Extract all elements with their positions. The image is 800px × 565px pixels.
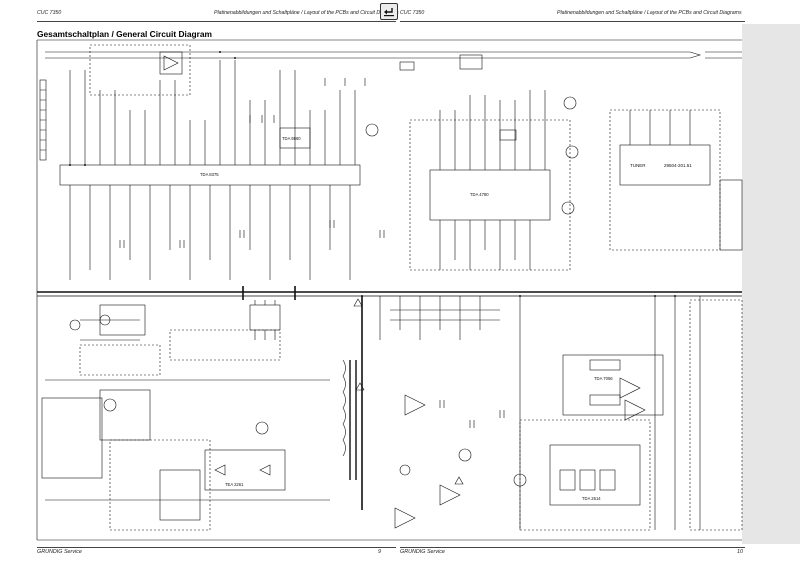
ic-main-left-label: TDA 8375: [200, 172, 219, 177]
footer-brand-left: GRUNDIG Service: [37, 549, 82, 555]
ic-sound-label: TDA 2614: [582, 496, 601, 501]
ic-sync-label: TDA 9860: [282, 136, 301, 141]
footer-brand-right: GRUNDIG Service: [400, 549, 445, 555]
return-arrow-icon: [384, 8, 394, 17]
header-model-left: CUC 7350: [37, 10, 62, 16]
header-model-right: CUC 7350: [400, 10, 425, 16]
footer-rule-left: [37, 547, 396, 548]
page-number-left: 9: [378, 549, 381, 555]
page-header: CUC 7350 Platinenabbildungen und Schaltp…: [0, 0, 800, 24]
header-rule-left: [37, 21, 396, 22]
page-title: Gesamtschaltplan / General Circuit Diagr…: [37, 29, 213, 39]
back-button[interactable]: [380, 3, 398, 20]
tuner-label: TUNER: [630, 163, 646, 168]
ic-power-label: TEA 2261: [225, 482, 244, 487]
header-rule-right: [400, 21, 745, 22]
tuner-part-label: 29504-201.51: [664, 163, 692, 168]
header-subtitle-right: Platinenabbildungen und Schaltpläne / La…: [557, 10, 742, 16]
page-number-right: 10: [737, 549, 743, 555]
ic-main-right-label: TDA 4780: [470, 192, 489, 197]
ic-audio-label: TDA 7056: [594, 376, 613, 381]
page-margin-shade: [742, 24, 800, 544]
footer-rule-right: [400, 547, 745, 548]
header-subtitle-left: Platinenabbildungen und Schaltpläne / La…: [214, 10, 399, 16]
